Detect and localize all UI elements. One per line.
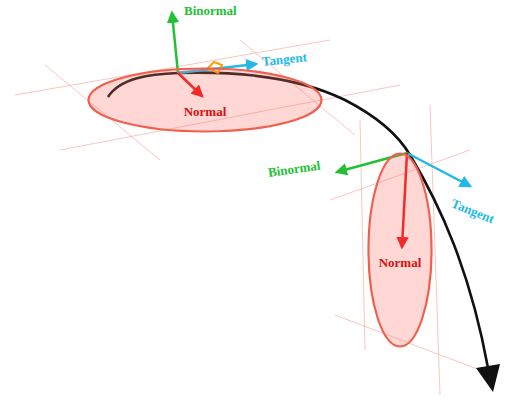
vector-label: Binormal xyxy=(184,4,237,17)
normal-label: Normal xyxy=(379,256,422,269)
normal-label: Normal xyxy=(184,105,227,118)
plane-ellipse xyxy=(367,152,433,348)
vector-label: Binormal xyxy=(267,159,321,179)
plane-grid xyxy=(15,40,480,395)
normal-plane: Normal xyxy=(87,67,323,133)
normal-plane: Normal xyxy=(367,152,433,348)
vector-label: Tangent xyxy=(450,196,497,225)
plane-ellipse xyxy=(87,67,323,133)
vector-label: Tangent xyxy=(261,50,307,68)
curve-arrowhead xyxy=(476,364,500,392)
binormal-vector xyxy=(172,13,178,73)
